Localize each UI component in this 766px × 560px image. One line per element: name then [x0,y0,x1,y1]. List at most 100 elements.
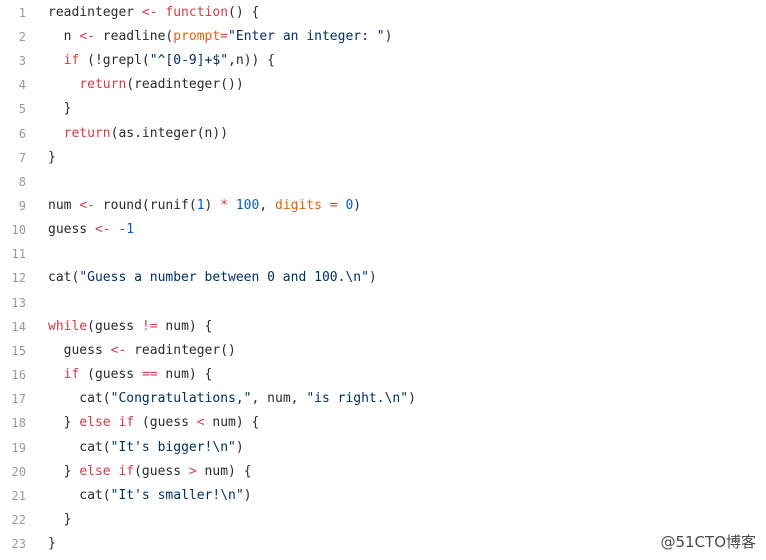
code-token: () { [228,5,260,20]
code-token: "It's smaller!\n" [110,488,244,503]
code-token: num) { [157,367,213,382]
code-token: (guess [79,367,142,382]
code-token: ) [384,29,393,44]
code-token: (guess [134,464,189,479]
code-token: "^[0-9]+$" [149,53,229,68]
line-number: 12 [11,271,26,285]
line-number: 23 [11,537,26,551]
code-token: < [196,415,205,430]
code-line-22: } [48,512,72,528]
code-line-23: } [48,536,56,552]
code-token: cat( [48,270,80,285]
code-token: if [118,464,135,479]
line-number: 4 [18,78,26,92]
code-token: "is right.\n" [306,391,409,406]
code-token: , [259,198,275,213]
code-line-9: num <- round(runif(1) * 100, digits = 0) [48,198,361,214]
code-token: else [79,464,111,479]
line-number: 19 [11,441,26,455]
line-number: 6 [18,127,26,141]
code-token: readinteger() [126,343,236,358]
code-token: ) [243,488,252,503]
code-token: cat( [48,391,111,406]
code-token: (as.integer(n)) [110,126,229,141]
line-number: 21 [11,489,26,503]
line-number: 7 [18,151,26,165]
code-line-3: if (!grepl("^[0-9]+$",n)) { [48,53,275,69]
code-token: <- [141,5,158,20]
code-token: (!grepl( [79,53,150,68]
line-number-gutter: 1 2 3 4 5 6 7 8 9 10 11 12 13 14 15 16 1… [0,0,38,560]
code-token: "Congratulations," [110,391,252,406]
code-token: "Enter an integer: " [228,29,385,44]
code-token: if [63,53,80,68]
code-token: <- [94,222,111,237]
code-token: ) [368,270,377,285]
line-number: 15 [11,344,26,358]
code-token: } [48,536,56,551]
line-number: 11 [11,247,26,261]
code-token: -1 [118,222,135,237]
code-token: "Guess a number between 0 and 100.\n" [79,270,369,285]
code-token: } [48,512,72,527]
code-token: 100 [235,198,260,213]
code-line-1: readinteger <- function() { [48,5,259,21]
code-token: } [48,415,80,430]
code-token: cat( [48,440,111,455]
code-token: cat( [48,488,111,503]
code-token: (readinteger()) [126,77,244,92]
line-number: 5 [18,102,26,116]
code-token: guess [48,343,111,358]
code-token: num [48,198,80,213]
line-number: 8 [18,175,26,189]
line-number: 1 [18,6,26,20]
code-line-10: guess <- -1 [48,222,134,238]
code-line-15: guess <- readinteger() [48,343,236,359]
code-token: <- [79,29,95,44]
code-token: guess [48,222,95,237]
code-token [48,126,64,141]
line-number: 9 [18,199,26,213]
line-number: 10 [11,223,26,237]
code-line-18: } else if (guess < num) { [48,415,260,431]
line-number: 22 [11,513,26,527]
code-token: return [79,77,127,92]
code-token: , num, [251,391,307,406]
code-token: > [188,464,197,479]
code-token: 1 [196,198,205,213]
code-line-2: n <- readline(prompt="Enter an integer: … [48,29,393,45]
code-token: readline( [94,29,174,44]
code-token: return [63,126,111,141]
code-token: readinteger [48,5,142,20]
code-line-12: cat("Guess a number between 0 and 100.\n… [48,270,377,286]
watermark-text: @51CTO博客 [660,533,756,551]
code-token: num) { [196,464,252,479]
code-token: "It's bigger!\n" [110,440,236,455]
code-token: round(runif( [94,198,197,213]
code-token: } [48,464,80,479]
code-token: != [141,319,158,334]
code-token: digits [275,198,322,213]
code-line-4: return(readinteger()) [48,77,244,93]
code-token: } [48,150,56,165]
code-token [322,198,330,213]
code-token [48,367,64,382]
code-token: <- [110,343,127,358]
code-token: while [48,319,88,334]
code-line-7: } [48,150,56,166]
code-token: num) { [157,319,213,334]
code-line-20: } else if(guess > num) { [48,464,252,480]
code-token: ) [408,391,416,406]
code-line-14: while(guess != num) { [48,319,212,335]
code-token: == [141,367,158,382]
line-number: 16 [11,368,26,382]
code-line-21: cat("It's smaller!\n") [48,488,252,504]
code-token: else [79,415,111,430]
code-token: = [220,29,229,44]
code-token: ) [204,198,221,213]
code-token: * [220,198,229,213]
code-line-17: cat("Congratulations,", num, "is right.\… [48,391,416,407]
line-number: 17 [11,392,26,406]
